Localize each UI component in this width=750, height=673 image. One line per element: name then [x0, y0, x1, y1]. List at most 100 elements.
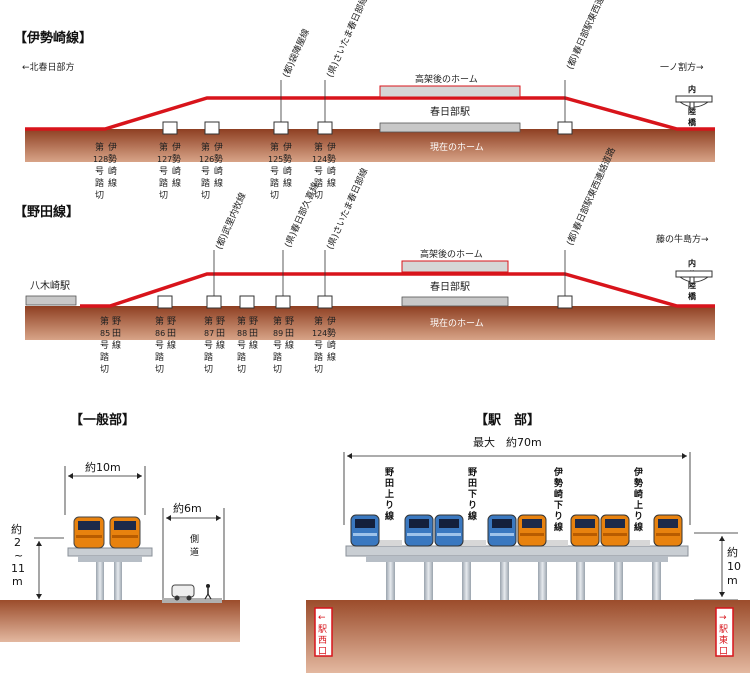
orange-train-icon [109, 516, 141, 549]
svg-text:線: 線 [108, 177, 117, 189]
svg-text:号: 号 [273, 340, 282, 351]
isesaki-road-label: (都)春日部駅東西連絡道路 [564, 0, 618, 71]
svg-text:号: 号 [314, 166, 323, 177]
svg-text:り: り [385, 500, 394, 511]
svg-text:11: 11 [11, 562, 25, 575]
svg-text:崎: 崎 [634, 488, 643, 500]
noda-crossing-box [157, 295, 173, 309]
svg-text:伊: 伊 [214, 141, 223, 153]
svg-text:田: 田 [468, 478, 477, 489]
general-width: 約10m [85, 460, 121, 474]
svg-text:86: 86 [155, 329, 165, 338]
svg-text:切: 切 [155, 364, 164, 375]
svg-text:上: 上 [385, 488, 394, 500]
noda-station-label: 春日部駅 [430, 280, 470, 293]
svg-text:第: 第 [273, 315, 282, 327]
svg-text:り: り [554, 511, 563, 522]
svg-text:勢: 勢 [283, 153, 292, 165]
svg-text:第: 第 [204, 315, 213, 327]
isesaki-road-label: (県)さいたま春日部線 [324, 0, 371, 79]
svg-text:切: 切 [270, 190, 279, 201]
svg-text:伊: 伊 [108, 141, 117, 153]
svg-text:号: 号 [159, 166, 168, 177]
svg-text:号: 号 [314, 340, 323, 351]
svg-text:約: 約 [727, 545, 738, 559]
svg-text:m: m [727, 574, 738, 587]
svg-text:踏: 踏 [270, 177, 279, 189]
svg-text:号: 号 [201, 166, 210, 177]
svg-text:128: 128 [93, 155, 108, 164]
svg-text:伊: 伊 [172, 141, 181, 153]
svg-text:勢: 勢 [214, 153, 223, 165]
general-height-label: 約 [11, 522, 22, 536]
svg-text:西: 西 [318, 635, 327, 646]
svg-text:野: 野 [385, 467, 394, 478]
noda-road-label: (県)春日部久喜線 [282, 180, 321, 249]
svg-text:田: 田 [167, 328, 176, 339]
svg-text:下: 下 [468, 489, 477, 500]
svg-text:切: 切 [95, 190, 104, 201]
station-ground [306, 600, 750, 673]
svg-text:~: ~ [14, 549, 23, 562]
isesaki-crossing-box [204, 121, 220, 135]
svg-text:第: 第 [100, 315, 109, 327]
svg-text:切: 切 [237, 364, 246, 375]
svg-text:←: ← [318, 613, 326, 623]
general-ground [0, 600, 240, 642]
svg-text:勢: 勢 [327, 327, 336, 339]
svg-text:切: 切 [204, 364, 213, 375]
svg-text:線: 線 [167, 339, 176, 351]
svg-text:第: 第 [270, 141, 279, 153]
svg-text:切: 切 [100, 364, 109, 375]
svg-text:伊: 伊 [327, 141, 336, 153]
noda-ground [25, 306, 715, 340]
person-icon [204, 584, 212, 600]
svg-text:2: 2 [14, 536, 21, 549]
svg-text:127: 127 [157, 155, 172, 164]
isesaki-crossing-labels: 第 128 号 踏 切 伊 勢 崎 線 第 127 号 踏 切 伊 勢 崎 線 … [93, 141, 336, 201]
svg-text:89: 89 [273, 329, 283, 338]
svg-text:野: 野 [112, 316, 121, 327]
orange-train-icon [600, 514, 630, 547]
svg-text:上: 上 [634, 499, 643, 511]
svg-text:崎: 崎 [172, 165, 181, 177]
svg-text:線: 線 [327, 351, 336, 363]
station-section: 【駅 部】 最大 約70m 野 田 上 り 線 野 田 下 り 線 伊 勢 崎 … [306, 412, 750, 673]
svg-text:崎: 崎 [327, 165, 336, 177]
svg-text:駅: 駅 [318, 624, 327, 635]
svg-text:野: 野 [167, 316, 176, 327]
svg-text:線: 線 [327, 177, 336, 189]
svg-text:第: 第 [95, 141, 104, 153]
svg-text:陸: 陸 [688, 280, 696, 290]
svg-text:勢: 勢 [172, 153, 181, 165]
svg-text:野: 野 [285, 316, 294, 327]
svg-text:85: 85 [100, 329, 110, 338]
isesaki-left-direction: ←北春日部方 [22, 61, 75, 73]
orange-train-icon [73, 516, 105, 549]
svg-text:田: 田 [249, 328, 258, 339]
station-deck [345, 545, 689, 557]
svg-text:号: 号 [237, 340, 246, 351]
svg-text:号: 号 [100, 340, 109, 351]
station-max-width: 最大 約70m [473, 435, 542, 449]
svg-text:勢: 勢 [634, 477, 643, 489]
noda-elevated-platform-label: 高架後のホーム [420, 248, 483, 260]
noda-crossing-box [557, 295, 573, 309]
general-deck [67, 547, 153, 557]
svg-text:野: 野 [216, 316, 225, 327]
svg-text:第: 第 [314, 141, 323, 153]
svg-text:崎: 崎 [108, 165, 117, 177]
svg-text:踏: 踏 [159, 177, 168, 189]
isesaki-overpass-label-3: 陸 [688, 106, 696, 116]
svg-text:線: 線 [285, 339, 294, 351]
noda-crossing-box [239, 295, 255, 309]
general-sidewalk-width: 約6m [173, 501, 202, 515]
svg-text:崎: 崎 [283, 165, 292, 177]
isesaki-ground [25, 129, 715, 162]
svg-text:第: 第 [155, 315, 164, 327]
isesaki-current-platform-label: 現在のホーム [430, 141, 484, 153]
noda-elevated-track [80, 272, 715, 308]
svg-text:崎: 崎 [554, 488, 563, 500]
isesaki-overpass-label-4: 橋 [688, 117, 697, 127]
svg-text:踏: 踏 [314, 177, 323, 189]
